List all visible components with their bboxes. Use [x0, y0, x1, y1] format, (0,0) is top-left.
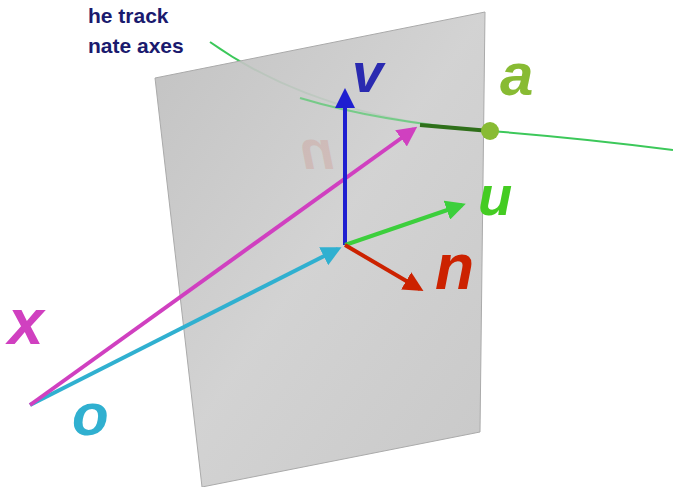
- track-point: [481, 122, 499, 140]
- vector-label: x: [8, 290, 44, 354]
- position-vector: [30, 129, 414, 405]
- heading-text: he track: [88, 5, 169, 26]
- heading-text: nate axes: [88, 35, 184, 56]
- n-axis: [345, 245, 420, 289]
- v-axis: [343, 92, 347, 245]
- origin-vector: [30, 249, 338, 405]
- residual-segment: [420, 125, 490, 131]
- axis-label: v: [352, 45, 383, 101]
- point-label: a: [500, 45, 533, 105]
- axis-label: u: [478, 168, 512, 224]
- vector-label: o: [72, 385, 109, 445]
- axis-label: n: [435, 235, 474, 299]
- reflection-label: n: [300, 122, 334, 178]
- track-curve-right: [490, 131, 673, 150]
- plane: [155, 12, 485, 487]
